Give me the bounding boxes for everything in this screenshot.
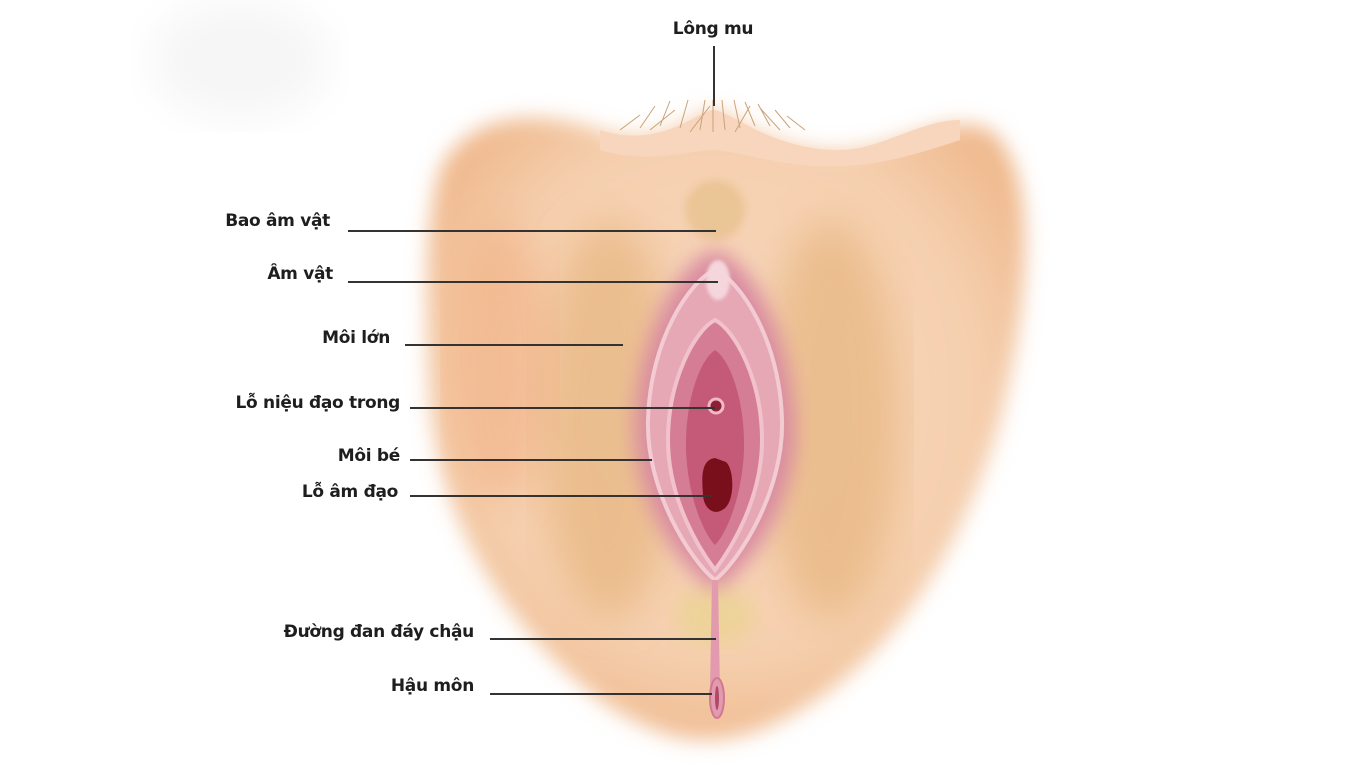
leader-line-anus <box>490 693 712 695</box>
leader-line-clitoral-hood <box>348 230 716 232</box>
perineum-shape <box>710 580 720 690</box>
leader-line-urethral-opening <box>410 407 715 409</box>
pubic-hair <box>619 99 806 133</box>
label-clitoral-hood: Bao âm vật <box>225 211 330 231</box>
label-vaginal-opening: Lỗ âm đạo <box>301 482 398 502</box>
leader-line-pubic-hair <box>713 46 715 106</box>
leader-line-perineum <box>490 638 716 640</box>
leader-line-labia-majora <box>405 344 623 346</box>
label-pubic-hair: Lông mu <box>672 19 754 39</box>
label-anus: Hậu môn <box>390 676 474 696</box>
label-labia-minora: Môi bé <box>337 446 401 466</box>
label-urethral-opening: Lỗ niệu đạo trong <box>235 393 400 413</box>
leader-line-clitoris <box>348 281 718 283</box>
vaginal-opening-shape <box>702 458 733 512</box>
label-perineum: Đường đan đáy chậu <box>283 622 475 642</box>
label-clitoris: Âm vật <box>267 264 333 284</box>
label-labia-majora: Môi lớn <box>322 328 390 348</box>
leader-line-vaginal-opening <box>410 495 712 497</box>
genital-region <box>634 180 796 719</box>
clitoris-shape <box>706 260 730 300</box>
leader-line-labia-minora <box>410 459 652 461</box>
urethral-opening-shape <box>707 397 725 415</box>
background-smudge <box>150 0 330 120</box>
